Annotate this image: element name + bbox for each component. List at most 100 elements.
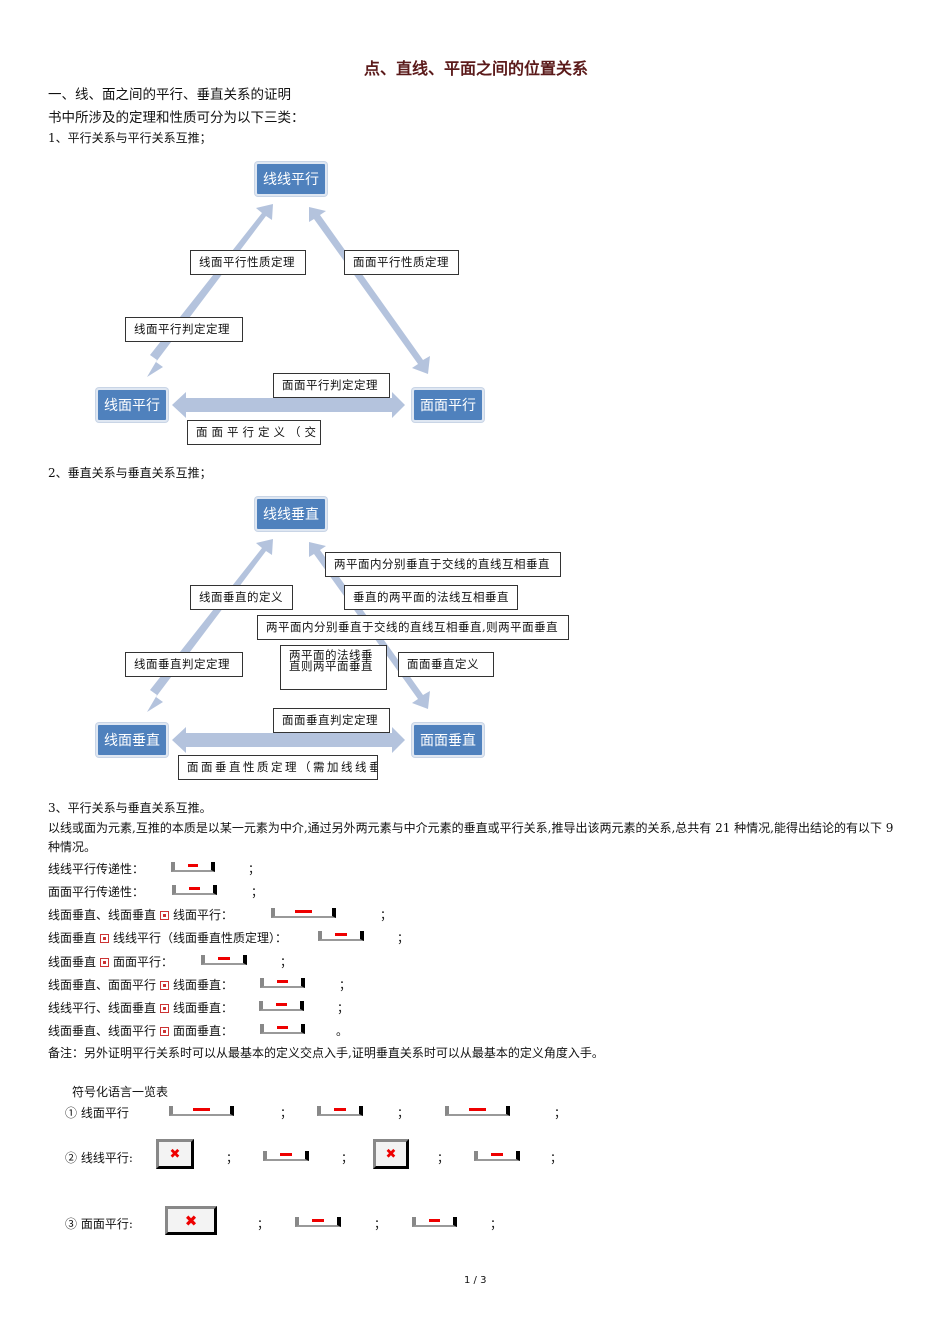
implies-icon: [160, 1027, 170, 1036]
separator: 。: [336, 1024, 349, 1038]
section-3-paragraph: 以线或面为元素,互推的本质是以某一元素为中介,通过另外两元素与中介元素的垂直或平…: [48, 821, 894, 854]
separator: ；: [380, 908, 393, 922]
node-line-plane-parallel: 线面平行: [96, 388, 168, 422]
broken-image-icon: [260, 978, 305, 988]
broken-image-icon: [445, 1106, 510, 1116]
rule-row: 线面垂直、线面垂直 线面平行：: [48, 906, 233, 923]
arrow-right-1: [309, 207, 430, 374]
rule-text: 面面垂直：: [173, 1024, 234, 1038]
rule-row: 面面平行传递性：: [48, 883, 144, 900]
separator: ；: [339, 978, 352, 992]
note: 备注：另外证明平行关系时可以从最基本的定义交点入手,证明垂直关系时可以从最基本的…: [48, 1046, 604, 1060]
section-3-title: 3、平行关系与垂直关系互推。: [48, 801, 212, 815]
separator: ；: [397, 1106, 410, 1120]
section-2-title: 2、垂直关系与垂直关系互推；: [48, 466, 212, 480]
diagram-label: 面面平行定义（交: [187, 420, 321, 445]
broken-image-icon: [412, 1217, 457, 1227]
implies-icon: [100, 958, 110, 967]
symbol-row-label: ③ 面面平行:: [65, 1217, 133, 1231]
implies-icon: [160, 1004, 170, 1013]
rule-text: 线面垂直: [48, 931, 97, 945]
broken-image-icon: [260, 1024, 305, 1034]
rule-text: 面面平行传递性：: [48, 885, 145, 899]
symbols-title: 符号化语言一览表: [72, 1085, 169, 1099]
broken-image-icon: ✖: [373, 1139, 409, 1169]
rule-text: 线面垂直、线面平行: [48, 1024, 157, 1038]
implies-icon: [160, 911, 170, 920]
separator: ；: [257, 1217, 270, 1231]
arrow-bottom-1: [172, 392, 405, 418]
arrow-left-1: [147, 204, 273, 377]
diagram-label: 面面平行性质定理: [344, 250, 459, 275]
node-plane-plane-parallel: 面面平行: [412, 388, 484, 422]
rule-text: 线面垂直、线面垂直: [48, 908, 157, 922]
page-title: 点、直线、平面之间的位置关系: [364, 59, 589, 78]
rule-text: 线面垂直：: [173, 978, 234, 992]
separator: ；: [374, 1217, 387, 1231]
rule-text: 面面平行：: [113, 955, 174, 969]
section-1-title: 1、平行关系与平行关系互推；: [48, 131, 212, 145]
rule-row: 线线平行、线面垂直 线面垂直：: [48, 999, 233, 1016]
intro: 书中所涉及的定理和性质可分为以下三类：: [48, 110, 305, 126]
symbol-row-label: ① 线面平行: [65, 1106, 129, 1120]
diagram-label: 两平面内分别垂直于交线的直线互相垂直,则两平面垂直: [257, 615, 569, 640]
diagram-label: 线面垂直判定定理: [125, 652, 243, 677]
broken-image-icon: [172, 885, 217, 895]
symbol-row-label: ② 线线平行:: [65, 1151, 133, 1165]
broken-image-icon: [318, 931, 364, 941]
node-line-plane-perpendicular: 线面垂直: [96, 723, 168, 757]
rule-row: 线面垂直 线线平行（线面垂直性质定理）：: [48, 929, 287, 946]
diagram-label: 面面垂直判定定理: [273, 708, 390, 733]
implies-icon: [160, 981, 170, 990]
diagram-label: 面面垂直定义: [398, 652, 494, 677]
broken-image-icon: ✖: [165, 1206, 217, 1235]
rule-text: 线线平行传递性：: [48, 862, 145, 876]
broken-image-icon: [201, 955, 247, 965]
rule-text: 线面平行：: [173, 908, 234, 922]
rule-row: 线面垂直、线面平行 面面垂直：: [48, 1022, 233, 1039]
diagram-label: 线面垂直的定义: [190, 585, 293, 610]
implies-icon: [100, 934, 110, 943]
page-number: 1 / 3: [464, 1275, 487, 1286]
broken-image-icon: [317, 1106, 363, 1116]
diagram-label: 线面平行性质定理: [190, 250, 306, 275]
rule-row: 线面垂直、面面平行 线面垂直：: [48, 976, 233, 993]
separator: ；: [280, 955, 293, 969]
broken-image-icon: [295, 1217, 341, 1227]
separator: ；: [226, 1151, 239, 1165]
diagram-label: 面面平行判定定理: [273, 373, 390, 398]
separator: ；: [248, 862, 261, 876]
node-line-line-parallel: 线线平行: [255, 162, 327, 196]
separator: ；: [554, 1106, 567, 1120]
diagram-label: 两平面内分别垂直于交线的直线互相垂直: [325, 552, 561, 577]
rule-text: 线线平行、线面垂直: [48, 1001, 157, 1015]
rule-text: 线线平行（线面垂直性质定理）：: [113, 931, 288, 945]
separator: ；: [280, 1106, 293, 1120]
broken-image-icon: ✖: [156, 1139, 194, 1169]
broken-image-icon: [171, 862, 215, 872]
broken-image-icon: [259, 1001, 304, 1011]
node-plane-plane-perpendicular: 面面垂直: [412, 723, 484, 757]
separator: ；: [341, 1151, 354, 1165]
separator: ；: [397, 931, 410, 945]
separator: ；: [337, 1001, 350, 1015]
diagram-label: 线面平行判定定理: [125, 317, 243, 342]
broken-image-icon: [169, 1106, 234, 1116]
separator: ；: [550, 1151, 563, 1165]
broken-image-icon: [271, 908, 336, 918]
diagram-label: 面面垂直性质定理（需加线线垂: [178, 755, 378, 780]
rule-text: 线面垂直：: [173, 1001, 234, 1015]
rule-text: 线面垂直、面面平行: [48, 978, 157, 992]
rule-text: 线面垂直: [48, 955, 97, 969]
broken-image-icon: [474, 1151, 520, 1161]
heading: 一、线、面之间的平行、垂直关系的证明: [48, 87, 291, 103]
diagram-label: 垂直的两平面的法线互相垂直: [344, 585, 518, 610]
rule-row: 线线平行传递性：: [48, 860, 144, 877]
separator: ；: [251, 885, 264, 899]
diagram-label: 两平面的法线垂直则两平面垂直: [280, 645, 387, 690]
broken-image-icon: [263, 1151, 309, 1161]
separator: ；: [437, 1151, 450, 1165]
separator: ；: [490, 1217, 503, 1231]
arrow-bottom-2: [172, 727, 405, 753]
